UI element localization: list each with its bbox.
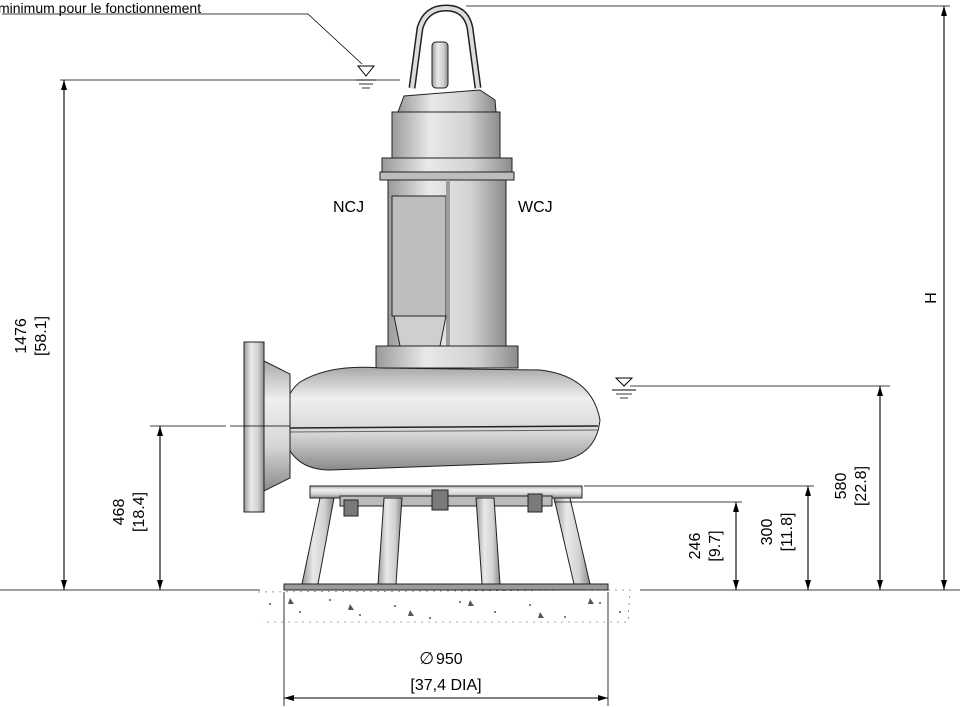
diameter-in: [37,4 DIA] — [410, 677, 481, 694]
wcj-label: WCJ — [518, 199, 553, 216]
outlet-height-mm: 468 — [111, 499, 128, 526]
water-level-symbol-top — [2, 13, 400, 89]
base-top-in: [11.8] — [779, 513, 796, 552]
diameter-mm: 950 — [436, 651, 463, 668]
cable-entry — [431, 41, 449, 89]
water-level-symbol-mid — [612, 377, 890, 399]
min-level-note: minimum pour le fonctionnement — [0, 0, 201, 16]
height-symbol: H — [923, 292, 940, 304]
ncj-label: NCJ — [333, 199, 364, 216]
motor-housing — [391, 111, 501, 161]
ground — [0, 589, 960, 623]
base-leg — [377, 497, 403, 585]
base-plate-mm: 246 — [687, 533, 704, 560]
inlet-height-in: [22.8] — [853, 466, 870, 506]
base-leg — [301, 497, 335, 585]
base-plate — [283, 583, 609, 591]
diameter-symbol: ∅ — [419, 649, 434, 668]
dimension-lines — [61, 5, 950, 706]
motor-top-cap — [397, 89, 497, 113]
base-plate-in: [9.7] — [707, 530, 724, 561]
base-top-mm: 300 — [759, 519, 776, 546]
total-height-in: [58.1] — [33, 316, 50, 356]
volute-casing — [281, 366, 601, 471]
pump-illustration — [243, 4, 609, 591]
outlet-height-in: [18.4] — [131, 492, 148, 532]
base-leg — [553, 497, 591, 585]
base-leg — [475, 497, 501, 585]
total-height-mm: 1476 — [13, 318, 30, 354]
inlet-height-mm: 580 — [833, 473, 850, 500]
